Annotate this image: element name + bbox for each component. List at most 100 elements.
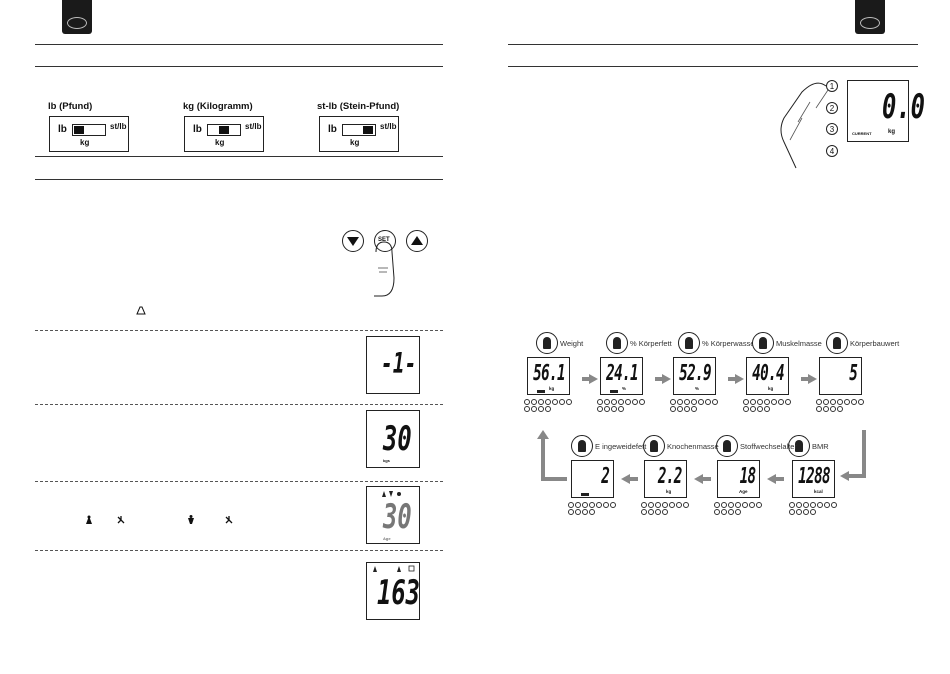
metric-indicator-icons <box>789 502 841 515</box>
rule <box>35 66 443 67</box>
triangle-down-icon <box>347 237 359 246</box>
metric-label: % Körperwasser <box>702 339 758 348</box>
rule <box>35 179 443 180</box>
dashed-divider <box>35 404 443 405</box>
dashed-divider <box>35 330 443 331</box>
metric-display: 5 <box>819 357 862 395</box>
metric-label: E ingeweidefett <box>595 442 647 451</box>
rule <box>35 156 443 157</box>
flow-arrow <box>735 374 744 384</box>
metric-icon <box>643 435 665 457</box>
metric-value: 56.1 <box>533 361 565 386</box>
metric-icon <box>788 435 810 457</box>
person-outline-icon <box>136 306 146 315</box>
metric-icon <box>752 332 774 354</box>
lcd-display-zero: 0.0 CURRENT kg <box>847 80 925 142</box>
flow-arrow <box>589 374 598 384</box>
flow-arrow <box>537 430 549 439</box>
athlete-icon <box>225 516 233 524</box>
metric-display: 24.1% <box>600 357 643 395</box>
metric-icon <box>571 435 593 457</box>
lcd-display-step3: 30 Age <box>366 486 420 544</box>
dashed-divider <box>35 550 443 551</box>
unit-switch-stlb: lb kg st/lb <box>319 116 399 152</box>
metric-indicator-icons <box>524 399 576 412</box>
metric-indicator-icons <box>714 502 766 515</box>
metric-indicator-icons <box>641 502 693 515</box>
metric-label: Körperbauwert <box>850 339 900 348</box>
down-button[interactable] <box>342 230 364 252</box>
metric-icon <box>678 332 700 354</box>
metric-unit: kg <box>768 386 774 391</box>
unit-heading-kg: kg (Kilogramm) <box>183 101 253 112</box>
metric-label: Muskelmasse <box>776 339 822 348</box>
metric-label: Stoffwechselalter <box>740 442 797 451</box>
metric-unit: % <box>695 386 700 391</box>
metric-unit: kcal <box>814 489 823 494</box>
metric-value: 1288 <box>798 464 830 489</box>
metric-unit: Age <box>739 489 748 494</box>
metric-icon <box>606 332 628 354</box>
metric-indicator-icons <box>568 502 620 515</box>
flow-connector <box>862 430 866 478</box>
step-number: 2 <box>826 102 838 114</box>
metric-label: Knochenmasse <box>667 442 719 451</box>
up-button[interactable] <box>406 230 428 252</box>
rule <box>508 44 918 45</box>
unit-switch-kg: lb kg st/lb <box>184 116 264 152</box>
metric-unit: kg <box>666 489 672 494</box>
metric-indicator-icons <box>816 399 868 412</box>
female-icon <box>86 515 92 524</box>
athlete-icon <box>117 516 125 524</box>
flow-arrow <box>694 474 703 484</box>
metric-indicator-icons <box>670 399 722 412</box>
finger-icon <box>374 241 395 297</box>
gender-icons <box>382 491 401 497</box>
metric-value: 52.9 <box>679 361 711 386</box>
lcd-display-step1: -1- <box>366 336 420 394</box>
page-tab-marker <box>62 0 92 34</box>
rule <box>508 66 918 67</box>
metric-value: 2.2 <box>658 464 683 489</box>
flow-arrow <box>767 474 776 484</box>
metric-indicator-icons <box>743 399 795 412</box>
unit-switch-lb: lb kg st/lb <box>49 116 129 152</box>
lcd-display-step2: 30 kgs <box>366 410 420 468</box>
metric-value: 18 <box>739 464 756 489</box>
flow-arrow <box>662 374 671 384</box>
set-button[interactable]: SET <box>374 230 396 252</box>
step-number: 3 <box>826 123 838 135</box>
metric-value: 2 <box>601 464 610 489</box>
metric-icon <box>826 332 848 354</box>
metric-icon <box>716 435 738 457</box>
metric-display: 2 <box>571 460 614 498</box>
page-tab-marker <box>855 0 885 34</box>
metric-value: 40.4 <box>752 361 784 386</box>
metric-value: 5 <box>849 361 858 386</box>
metric-label: BMR <box>812 442 829 451</box>
triangle-up-icon <box>411 236 423 245</box>
status-icons <box>373 565 415 572</box>
flow-arrow <box>840 471 849 481</box>
hand-touch-icon <box>780 82 829 169</box>
step-number: 1 <box>826 80 838 92</box>
flow-arrow <box>621 474 630 484</box>
lcd-display-step4: 163 <box>366 562 420 620</box>
metric-unit: kg <box>549 386 555 391</box>
metric-unit: % <box>622 386 627 391</box>
metric-indicator-icons <box>597 399 649 412</box>
flow-arrow <box>808 374 817 384</box>
metric-value: 24.1 <box>606 361 638 386</box>
rule <box>35 44 443 45</box>
unit-heading-stlb: st-lb (Stein-Pfund) <box>317 101 400 112</box>
metric-display: 52.9% <box>673 357 716 395</box>
male-icon <box>188 515 194 524</box>
unit-heading-lb: lb (Pfund) <box>48 101 93 112</box>
flow-connector <box>541 438 545 480</box>
dashed-divider <box>35 481 443 482</box>
